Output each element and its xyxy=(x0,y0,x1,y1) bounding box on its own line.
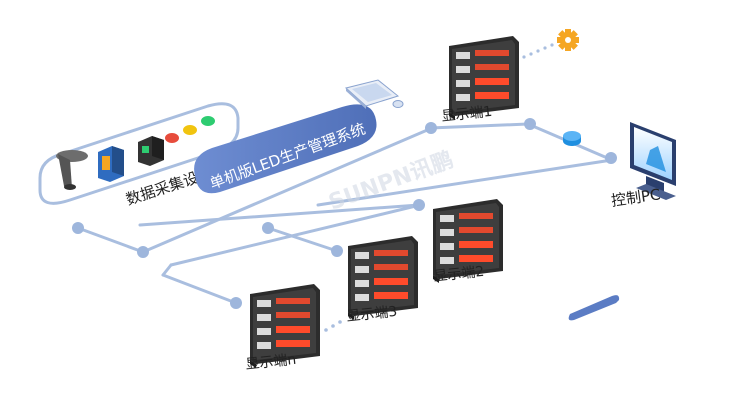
display-terminal-label: 显示端3 xyxy=(346,304,398,325)
watermark: SUNPN讯鹏 xyxy=(325,147,457,216)
barcode-scanner-icon xyxy=(56,150,88,190)
display-terminal-label: 显示端2 xyxy=(433,264,485,285)
control-pc-label: 控制PC xyxy=(610,185,662,210)
gear-icon xyxy=(557,29,579,51)
decorative-bar xyxy=(568,295,620,321)
display-terminal-n: 显示端n xyxy=(245,284,320,373)
display-terminal-label: 显示端n xyxy=(245,352,297,373)
control-pc-icon xyxy=(630,122,676,200)
rfid-reader-icon xyxy=(98,146,124,182)
display-terminal-3: 显示端3 xyxy=(346,236,418,325)
display-terminal-label: 显示端1 xyxy=(441,104,493,125)
network-switch-icon xyxy=(563,131,581,146)
mouse-icon xyxy=(392,100,404,108)
display-terminal-1: 显示端1 xyxy=(441,36,519,125)
connection-lines xyxy=(76,122,614,305)
terminal-box-icon xyxy=(138,136,164,166)
keyboard-icon xyxy=(344,79,400,109)
dotted-connectors xyxy=(324,43,554,332)
status-buttons-icon xyxy=(165,116,215,143)
connection-nodes xyxy=(72,118,617,309)
display-terminal-2: 显示端2 xyxy=(433,199,503,285)
